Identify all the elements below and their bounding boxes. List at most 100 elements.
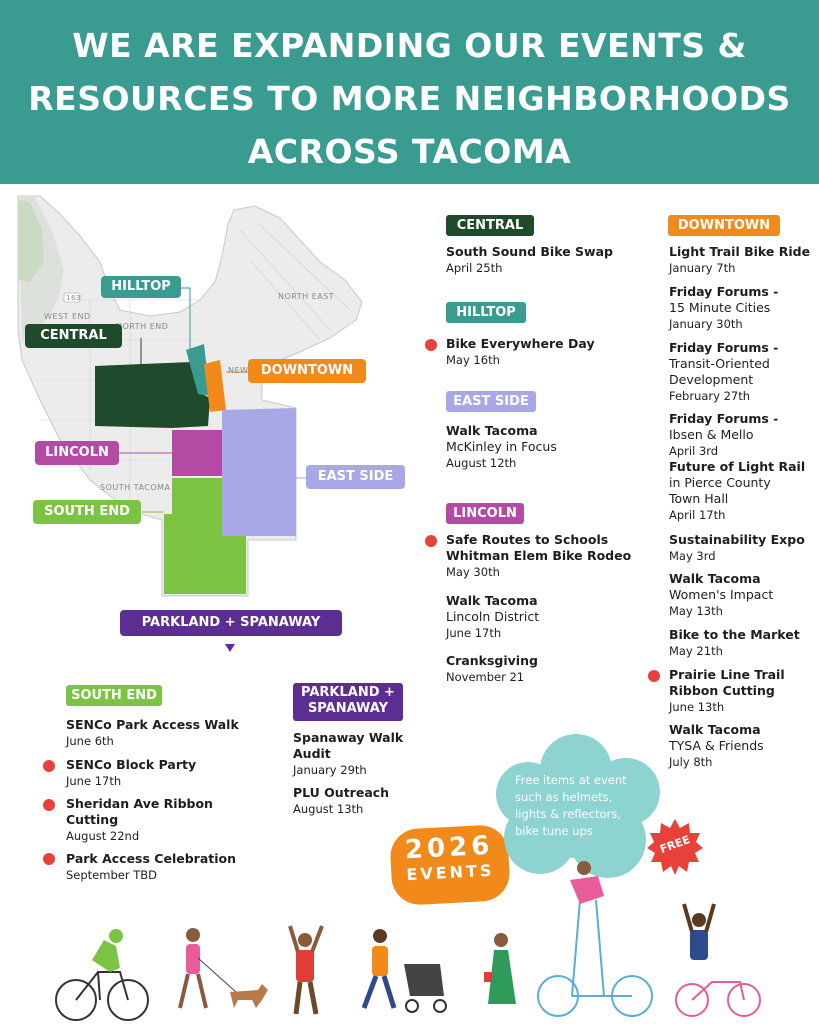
- dog-icon: [230, 984, 268, 1008]
- down-arrow-icon: [225, 644, 235, 652]
- event-title: Friday Forums -: [669, 284, 779, 299]
- highlight-dot: [43, 799, 55, 811]
- banner-title-line-1: WE ARE EXPANDING OUR EVENTS &: [72, 26, 747, 65]
- event-date: May 3rd: [669, 549, 716, 563]
- event-sheridan-ave-ribbon-cutting: Sheridan Ave Ribbon Cutting August 22nd: [66, 796, 213, 844]
- event-subtitle: TYSA & Friends: [669, 738, 764, 753]
- speech-cloud: [496, 734, 660, 878]
- cyclist-icon: [55, 971, 149, 1021]
- event-date: August 13th: [293, 802, 364, 816]
- event-date: June 17th: [446, 626, 502, 640]
- map-tag-lincoln: LINCOLN: [35, 441, 119, 465]
- event-title-line-2: Cutting: [66, 812, 119, 827]
- walker-head: [186, 928, 200, 942]
- tacoma-map: [17, 195, 363, 597]
- highway-shield-icon: [63, 292, 81, 303]
- map-tag-parkland-spanaway: PARKLAND + SPANAWAY: [120, 610, 342, 636]
- event-title: Walk Tacoma: [669, 722, 761, 737]
- event-title: Sheridan Ave Ribbon: [66, 796, 213, 811]
- lincoln-area: [172, 430, 222, 476]
- highlight-dot: [425, 535, 437, 547]
- event-date: November 21: [446, 670, 525, 684]
- event-title: Sustainability Expo: [669, 532, 805, 547]
- event-date: May 16th: [446, 353, 500, 367]
- event-date: May 30th: [446, 565, 500, 579]
- downtown-area: [204, 360, 226, 412]
- event-title: PLU Outreach: [293, 785, 390, 800]
- tag-line-2: SPANAWAY: [307, 701, 389, 716]
- walker-body: [186, 944, 200, 974]
- woman-dress: [488, 950, 516, 1004]
- map-label-new: NEW: [228, 366, 249, 375]
- event-date: August 22nd: [66, 829, 140, 843]
- event-subtitle-line-2: Town Hall: [669, 491, 729, 506]
- event-date: June 13th: [669, 700, 725, 714]
- event-date: June 17th: [66, 774, 122, 788]
- event-bike-everywhere-day: Bike Everywhere Day May 16th: [446, 336, 595, 368]
- event-date: September TBD: [66, 868, 157, 882]
- map-label-north-east: NORTH EAST: [278, 292, 335, 301]
- event-title: Park Access Celebration: [66, 851, 237, 866]
- event-senco-park-access-walk: SENCo Park Access Walk June 6th: [66, 717, 239, 749]
- cloud-line-1: Free items at event: [515, 773, 627, 787]
- cloud-line-4: bike tune ups: [515, 824, 593, 838]
- free-starburst-icon: [647, 819, 703, 875]
- map-tag-hilltop: HILLTOP: [101, 276, 181, 298]
- section-tag-central: CENTRAL: [446, 215, 534, 236]
- highlight-dot: [425, 339, 437, 351]
- event-date: April 17th: [669, 508, 726, 522]
- event-subtitle: in Pierce County: [669, 475, 771, 490]
- south-end-area: [164, 478, 246, 594]
- map-park: [18, 200, 44, 282]
- tall-rider-body: [570, 876, 604, 904]
- event-subtitle: Lincoln District: [446, 609, 540, 624]
- banner-title-line-3: ACROSS TACOMA: [247, 132, 572, 171]
- map-label-south-tacoma: SOUTH TACOMA: [100, 483, 171, 492]
- hilltop-area: [186, 344, 210, 396]
- event-date: January 7th: [669, 261, 736, 275]
- event-park-access-celebration: Park Access Celebration September TBD: [66, 851, 236, 883]
- cyclist-body: [92, 940, 120, 972]
- event-date: May 13th: [669, 604, 723, 618]
- event-title: SENCo Block Party: [66, 757, 197, 772]
- highlight-dot: [43, 760, 55, 772]
- tall-bike-icon: [537, 899, 653, 1017]
- event-walk-tacoma-tysa: Walk Tacoma TYSA & Friends July 8th: [669, 722, 764, 770]
- section-tag-lincoln: LINCOLN: [446, 503, 524, 524]
- event-date: May 21th: [669, 644, 723, 658]
- event-title: Walk Tacoma: [669, 571, 761, 586]
- tag-line-1: PARKLAND +: [301, 685, 395, 700]
- map-connectors: [118, 287, 306, 513]
- event-title: Walk Tacoma: [446, 593, 538, 608]
- event-walk-tacoma-lincoln: Walk Tacoma Lincoln District June 17th: [446, 593, 539, 641]
- event-subtitle: Women's Impact: [669, 587, 774, 602]
- map-label-west-end: WEST END: [44, 312, 91, 321]
- highlight-dot: [43, 853, 55, 865]
- event-title: Safe Routes to Schools: [446, 532, 609, 547]
- map-tag-south-end: SOUTH END: [33, 500, 141, 524]
- stroller-icon: [404, 964, 444, 996]
- event-date: July 8th: [669, 755, 713, 769]
- event-walk-tacoma-womens-impact: Walk Tacoma Women's Impact May 13th: [669, 571, 773, 619]
- cloud-line-2: such as helmets,: [515, 790, 613, 804]
- section-tag-hilltop: HILLTOP: [446, 302, 526, 323]
- event-title: Bike to the Market: [669, 627, 800, 642]
- event-subtitle: Transit-Oriented: [669, 356, 770, 371]
- section-tag-parkland-spanaway: PARKLAND + SPANAWAY: [293, 683, 403, 721]
- event-title: Prairie Line Trail: [669, 667, 785, 682]
- event-title: Future of Light Rail: [669, 459, 806, 474]
- event-title-line-2: Audit: [293, 746, 331, 761]
- event-future-of-light-rail: Future of Light Rail in Pierce County To…: [669, 459, 805, 523]
- section-tag-downtown: DOWNTOWN: [668, 215, 780, 236]
- event-cranksgiving: Cranksgiving November 21: [446, 653, 538, 685]
- event-friday-forums-tod: Friday Forums - Transit-Oriented Develop…: [669, 340, 778, 404]
- event-sustainability-expo: Sustainability Expo May 3rd: [669, 532, 805, 564]
- event-title: Light Trail Bike Ride: [669, 244, 811, 259]
- cheer-body: [296, 950, 314, 982]
- event-date: February 27th: [669, 389, 751, 403]
- event-title: Friday Forums -: [669, 340, 779, 355]
- cyclist-head: [109, 929, 123, 943]
- cloud-text: Free items at event such as helmets, lig…: [515, 772, 655, 840]
- parent-body: [372, 946, 388, 976]
- map-tag-central: CENTRAL: [25, 324, 122, 348]
